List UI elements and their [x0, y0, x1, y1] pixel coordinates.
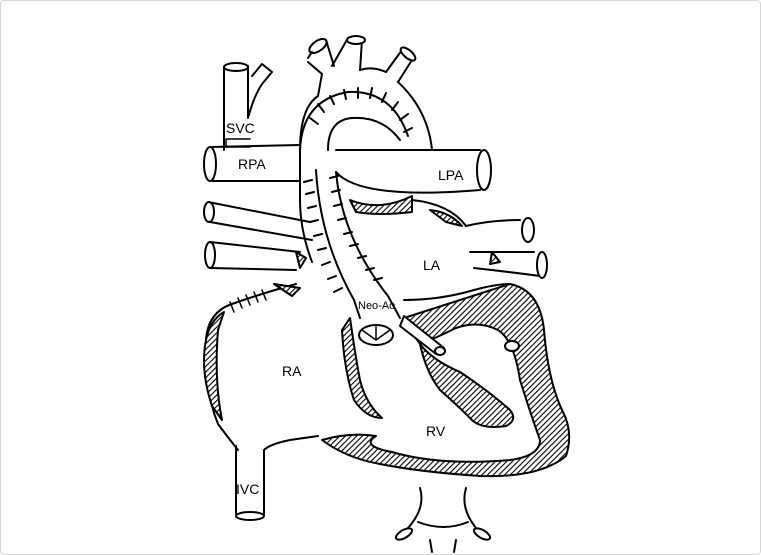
- label-rpa: RPA: [238, 156, 266, 172]
- label-neo-ao: Neo-Ao: [358, 300, 395, 312]
- svc-vessel: [223, 62, 273, 151]
- aortic-arch: [299, 35, 433, 263]
- label-ivc: IVC: [236, 481, 259, 497]
- neo-aortic-valve: [358, 315, 446, 356]
- neo-aorta: [299, 87, 413, 319]
- diagram-labels: SVC RPA LPA LA Neo-Ao RA RV IVC: [226, 120, 464, 497]
- right-atrium: [203, 283, 383, 451]
- bottom-vessels: [394, 487, 492, 553]
- label-svc: SVC: [226, 120, 255, 136]
- label-lpa: LPA: [438, 167, 464, 183]
- lpa-vessel: [335, 148, 492, 215]
- pulmonary-veins-left: [203, 201, 313, 271]
- label-la: LA: [423, 257, 441, 273]
- label-ra: RA: [282, 363, 302, 379]
- rpa-vessel: [203, 138, 301, 182]
- ivc-vessel: [235, 435, 319, 521]
- label-rv: RV: [426, 423, 446, 439]
- ventricle-wall: [321, 283, 571, 478]
- left-atrium: [403, 199, 548, 301]
